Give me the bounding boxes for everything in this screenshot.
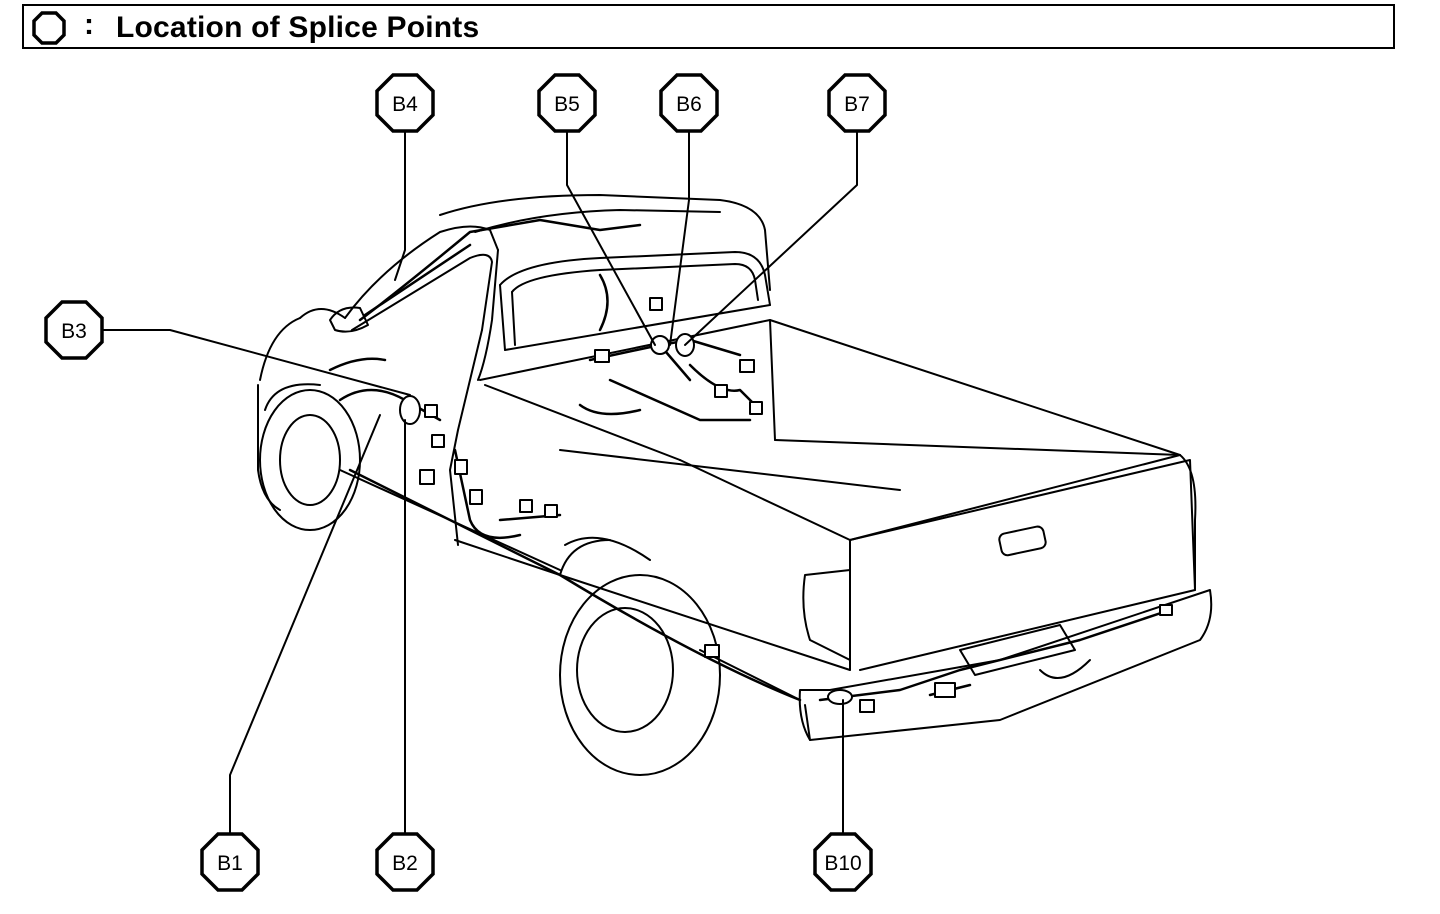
callout-label-b7: B7 <box>844 93 870 116</box>
callout-b10: B10 <box>813 832 873 892</box>
callout-b7: B7 <box>827 73 887 133</box>
callout-b5: B5 <box>537 73 597 133</box>
callout-b6: B6 <box>659 73 719 133</box>
callout-label-b10: B10 <box>824 852 861 875</box>
callout-label-b3: B3 <box>61 320 87 343</box>
callout-b2: B2 <box>375 832 435 892</box>
callout-label-b2: B2 <box>392 852 418 875</box>
legend-header: : Location of Splice Points <box>22 4 1395 49</box>
callout-b1: B1 <box>200 832 260 892</box>
callout-label-b6: B6 <box>676 93 702 116</box>
callout-label-b4: B4 <box>392 93 418 116</box>
callout-label-b1: B1 <box>217 852 243 875</box>
legend-separator: : <box>84 8 94 41</box>
callout-b4: B4 <box>375 73 435 133</box>
octagon-outline-icon <box>32 11 66 45</box>
page-title: Location of Splice Points <box>116 11 480 44</box>
callout-label-b5: B5 <box>554 93 580 116</box>
truck-body <box>257 194 1213 776</box>
leader-lines <box>99 129 858 836</box>
callout-b3: B3 <box>44 300 104 360</box>
